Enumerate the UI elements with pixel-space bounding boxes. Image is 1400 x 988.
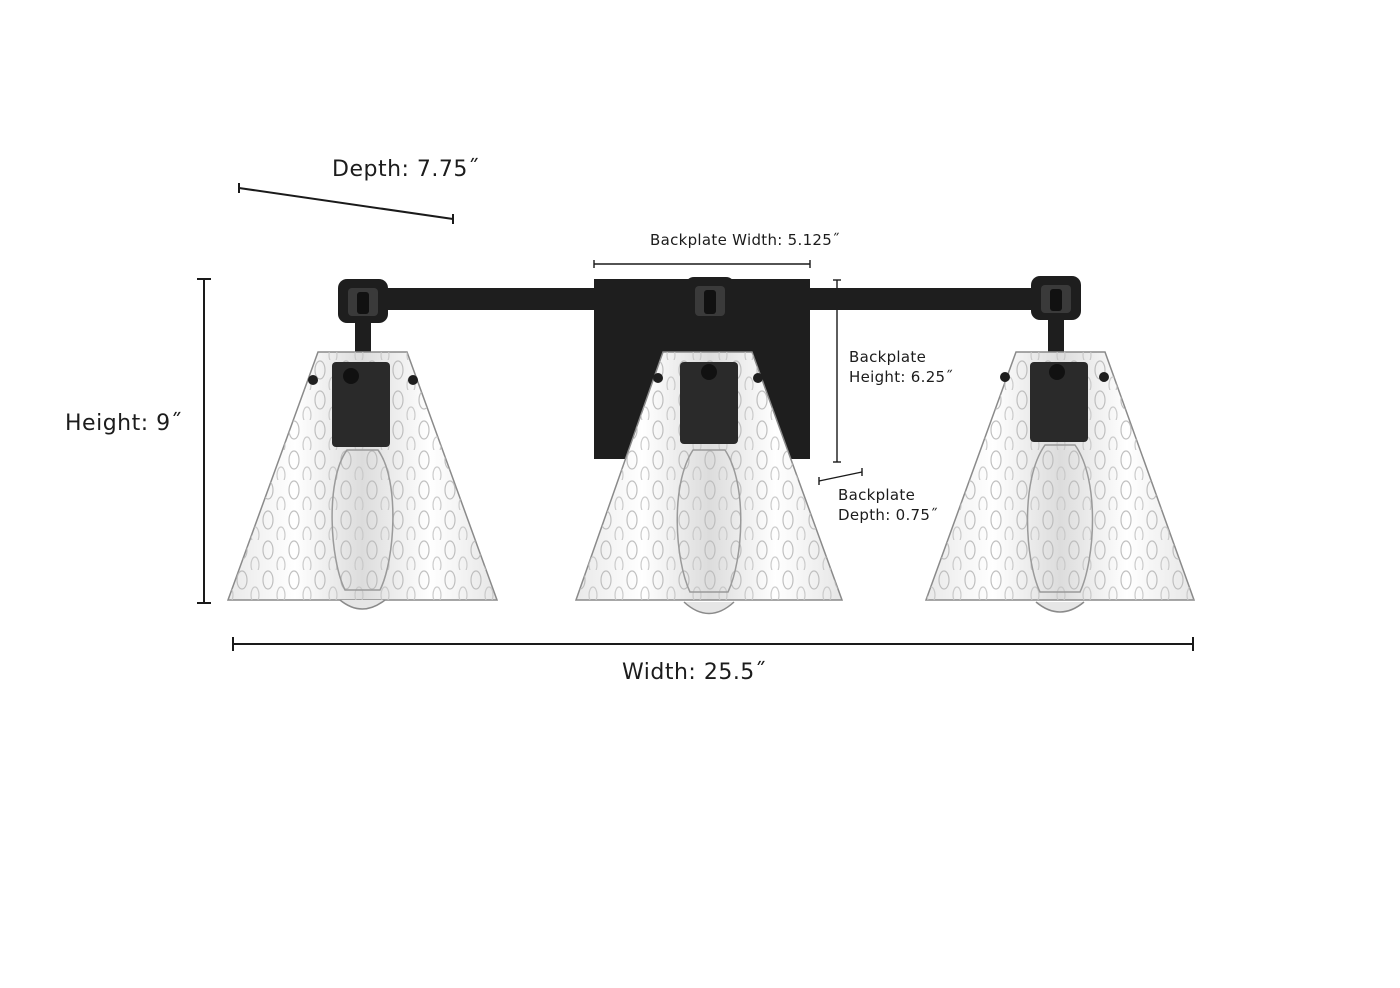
backplate-depth-label-line1: Backplate: [838, 486, 916, 504]
backplate-width-label: Backplate Width: 5.125˝: [650, 231, 840, 249]
backplate-depth-label-line2: Depth: 0.75˝: [838, 506, 939, 524]
backplate-depth-label: Backplate Depth: 0.75˝: [838, 485, 938, 525]
backplate-width-dimension-line: [593, 260, 811, 268]
backplate-height-label-line2: Height: 6.25˝: [849, 368, 954, 386]
backplate-height-dimension-line: [833, 279, 841, 463]
backplate-depth-dimension-line: [818, 468, 863, 485]
width-dimension-line: [232, 637, 1194, 651]
width-label: Width: 25.5˝: [622, 660, 767, 685]
height-dimension-line: [197, 278, 211, 604]
shade-right: [924, 276, 1196, 613]
backplate-height-label-line1: Backplate: [849, 348, 927, 366]
depth-dimension-line: [238, 183, 454, 224]
backplate-height-label: Backplate Height: 6.25˝: [849, 347, 953, 387]
shade-left: [226, 279, 499, 610]
height-label: Height: 9˝: [65, 411, 183, 436]
depth-label: Depth: 7.75˝: [332, 157, 480, 182]
shade-center: [574, 277, 844, 615]
